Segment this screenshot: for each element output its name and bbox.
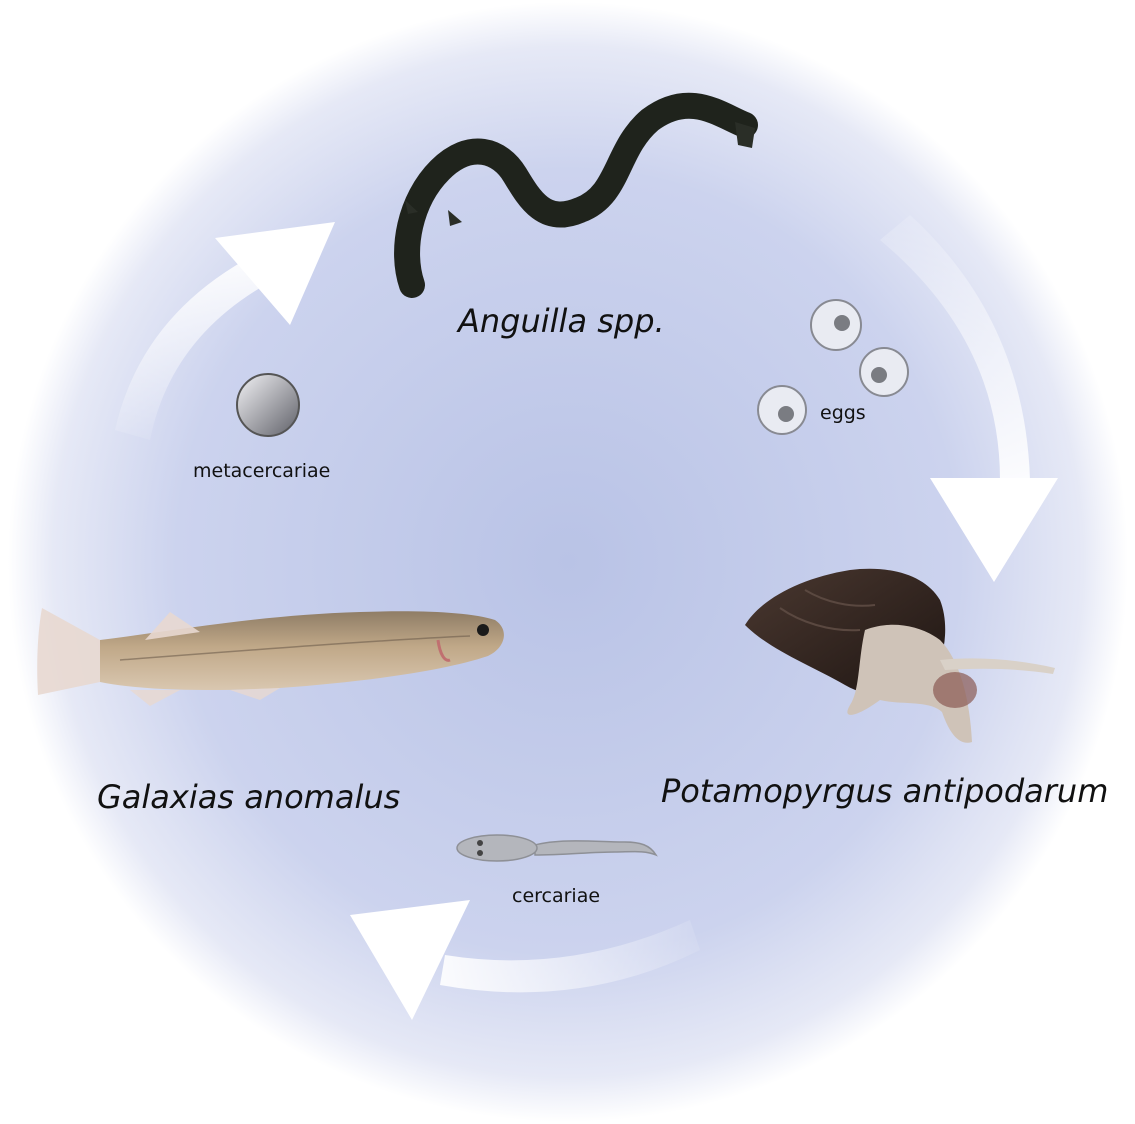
host-label-anguilla: Anguilla spp. bbox=[458, 302, 665, 340]
egg-icon bbox=[860, 348, 908, 396]
egg-icon bbox=[758, 386, 806, 434]
host-label-potamopyrgus: Potamopyrgus antipodarum bbox=[661, 772, 1108, 810]
stage-label-eggs: eggs bbox=[820, 402, 866, 424]
stage-label-metacercariae: metacercariae bbox=[193, 460, 330, 482]
background-disc bbox=[8, 2, 1128, 1122]
stage-label-cercariae: cercariae bbox=[512, 885, 600, 907]
host-label-galaxias: Galaxias anomalus bbox=[97, 778, 400, 816]
egg-icon bbox=[811, 300, 861, 350]
metacercaria-icon bbox=[237, 374, 299, 436]
